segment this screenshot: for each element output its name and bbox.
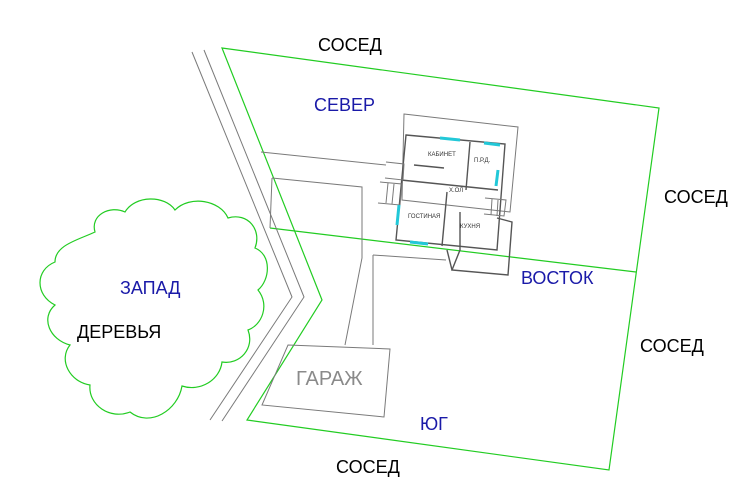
room-label-living: ГОСТИНАЯ	[408, 214, 440, 220]
label-trees: ДЕРЕВЬЯ	[77, 322, 161, 342]
label-garage: ГАРАЖ	[296, 368, 363, 390]
label-south: ЮГ	[420, 414, 448, 434]
room-label-study: КАБИНЕТ	[428, 152, 456, 158]
path-west-edge	[269, 177, 273, 229]
room-label-kitchen: КУХНЯ	[460, 224, 480, 230]
garage-outline	[261, 344, 391, 418]
path-north-inner	[271, 177, 363, 346]
label-west: ЗАПАД	[120, 278, 180, 298]
room-label-pantry: П.Р.Д.	[474, 158, 491, 164]
house-plan	[377, 134, 513, 276]
label-neighbor-right-top: СОСЕД	[664, 187, 728, 207]
path-north	[260, 151, 387, 166]
lot-boundary	[221, 47, 660, 471]
label-north: СЕВЕР	[314, 95, 375, 115]
trees-outline	[39, 198, 268, 419]
road-edge-outer	[191, 51, 293, 421]
label-east: ВОСТОК	[521, 268, 594, 288]
label-neighbor-bottom: СОСЕД	[336, 457, 400, 477]
driveway-top	[372, 254, 447, 261]
label-neighbor-right-bottom: СОСЕД	[640, 336, 704, 356]
room-label-hall: Х.ОЛ	[449, 188, 463, 194]
road-edge-inner	[203, 49, 305, 422]
label-neighbor-top: СОСЕД	[318, 35, 382, 55]
property-divider-line	[269, 227, 637, 273]
